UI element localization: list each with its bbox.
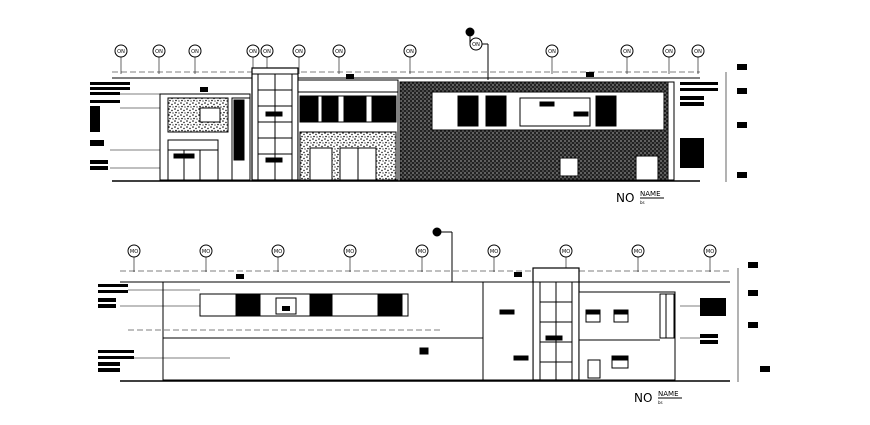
grid-bubble-label: MO: [274, 249, 282, 255]
grid-bubble: MO: [343, 244, 357, 272]
grid-bubble-label: ON: [406, 49, 414, 55]
grid-bubble: MO: [199, 244, 213, 272]
grid-bubble-label: MO: [562, 249, 570, 255]
grid-bubble: ON: [662, 44, 676, 74]
right-callouts-top: [680, 82, 718, 168]
grid-bubble: MO: [703, 244, 717, 272]
grid-bubble-label: MO: [634, 249, 642, 255]
grid-bubble: MO: [127, 244, 141, 272]
grid-bubble-label: ON: [694, 49, 702, 55]
grid-bubble: MO: [631, 244, 645, 272]
grid-bubble: MO: [559, 244, 573, 272]
grid-bubble-label: ON: [335, 49, 343, 55]
top-grid-bubbles: ON ON ON ON ON ON ON ON ON ON ON ON: [114, 44, 705, 74]
grid-bubble: ON: [620, 44, 634, 74]
grid-bubble-label: ON: [665, 49, 673, 55]
grid-bubble-label: ON: [117, 49, 125, 55]
grid-bubble: ON: [332, 44, 346, 74]
left-callouts-top: [90, 82, 130, 170]
grid-bubble: ON: [691, 44, 705, 74]
grid-bubble: ON: [152, 44, 166, 74]
grid-bubble: ON: [292, 44, 306, 74]
top-title-scale: bs: [640, 200, 645, 205]
grid-bubble-label: MO: [418, 249, 426, 255]
grid-bubble-label: MO: [490, 249, 498, 255]
grid-bubble: ON: [403, 44, 417, 74]
grid-bubble-label: ON: [155, 49, 163, 55]
top-title-name: NAME: [640, 190, 661, 198]
grid-bubble-label: MO: [706, 249, 714, 255]
top-elevation: ON ON ON ON ON ON ON ON ON ON ON ON ON: [90, 27, 747, 205]
bottom-grid-bubbles: MO MO MO MO MO MO MO MO MO: [127, 244, 717, 272]
bottom-title-scale: bs: [658, 400, 663, 405]
grid-bubble: ON: [188, 44, 202, 74]
level-tags-top: [737, 64, 747, 178]
grid-bubble: ON: [260, 44, 274, 74]
bottom-title-name: NAME: [658, 390, 679, 398]
grid-bubble-label: ON: [263, 49, 271, 55]
grid-bubble-label: ON: [295, 49, 303, 55]
level-tags-bottom: [748, 262, 770, 372]
bottom-title-no: NO: [634, 391, 652, 405]
grid-bubble-label: MO: [346, 249, 354, 255]
top-title-no: NO: [616, 191, 634, 205]
left-callouts-bottom: [98, 284, 134, 372]
grid-bubble-label: MO: [130, 249, 138, 255]
grid-bubble: MO: [415, 244, 429, 272]
grid-bubble-label: ON: [249, 49, 257, 55]
grid-bubble: MO: [271, 244, 285, 272]
top-level-marker: ON: [465, 27, 489, 80]
grid-bubble-label: ON: [548, 49, 556, 55]
bottom-elevation: MO MO MO MO MO MO MO MO MO: [98, 227, 770, 405]
grid-bubble: MO: [487, 244, 501, 272]
grid-bubble-label: ON: [623, 49, 631, 55]
grid-bubble: ON: [114, 44, 128, 74]
right-callouts-bottom: [700, 298, 726, 344]
level-marker-label: ON: [472, 42, 480, 48]
grid-bubble-label: ON: [191, 49, 199, 55]
grid-bubble-label: MO: [202, 249, 210, 255]
bottom-level-marker: [432, 227, 453, 282]
grid-bubble: ON: [545, 44, 559, 74]
